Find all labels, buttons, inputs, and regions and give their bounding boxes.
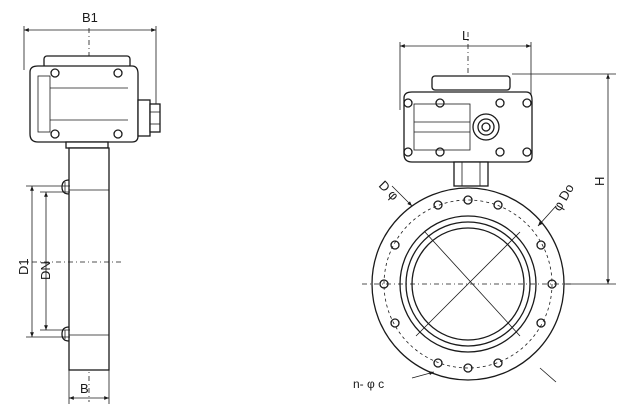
- bolt-hole: [536, 240, 546, 250]
- bolt-hole: [547, 279, 557, 289]
- bolt-hole: [463, 363, 473, 373]
- bolt-hole: [433, 200, 443, 210]
- front-flange: [362, 187, 574, 381]
- bolt-hole: [390, 240, 400, 250]
- bolt-hole: [390, 318, 400, 328]
- bolt-hole: [493, 358, 503, 368]
- front-actuator: [403, 75, 533, 187]
- label-l: L: [462, 28, 469, 43]
- bolt-holes: [379, 195, 557, 373]
- label-h: H: [592, 177, 607, 186]
- label-d-phi: D φ: [376, 178, 402, 204]
- bolt-hole: [379, 279, 389, 289]
- label-d1: D1: [16, 258, 31, 275]
- bolt-hole: [493, 200, 503, 210]
- label-phi-do: φ Do: [550, 181, 577, 213]
- side-view: B1: [16, 10, 161, 404]
- side-valve-body: [61, 147, 110, 371]
- bolt-hole: [536, 318, 546, 328]
- label-n-phi-c: n- φ c: [353, 377, 384, 391]
- side-actuator: [29, 55, 161, 149]
- bolt-hole: [433, 358, 443, 368]
- label-b: B: [80, 381, 89, 396]
- label-b1: B1: [82, 10, 98, 25]
- front-view: L H: [353, 28, 616, 391]
- label-dn: DN: [38, 261, 53, 280]
- bolt-hole: [463, 195, 473, 205]
